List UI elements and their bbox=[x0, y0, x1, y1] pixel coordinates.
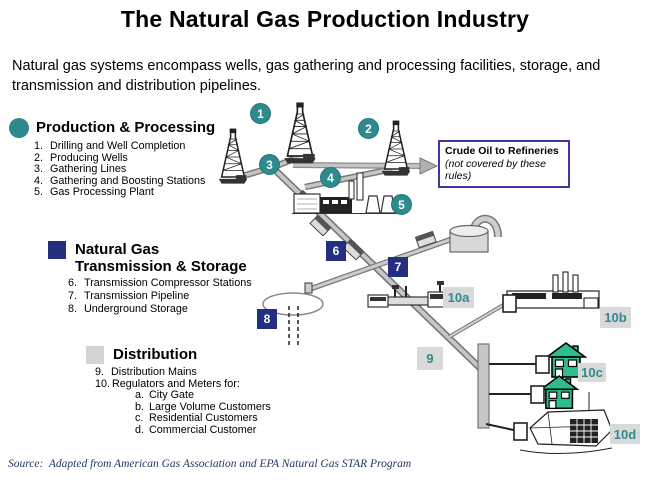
legend-subitem: b.Large Volume Customers bbox=[135, 400, 271, 413]
marker-10b-large-volume: 10b bbox=[600, 307, 631, 328]
marker-6-compressor-stations: 6 bbox=[326, 241, 346, 261]
callout-note: (not covered by these rules) bbox=[445, 157, 546, 183]
transmission-legend-list: 6.Transmission Compressor Stations 7.Tra… bbox=[68, 277, 252, 317]
well-derrick-icon bbox=[380, 119, 412, 177]
well-derrick-icon bbox=[217, 127, 249, 185]
underground-storage-icon bbox=[262, 282, 324, 348]
production-legend-title: Production & Processing bbox=[36, 119, 216, 136]
legend-item: 1.Drilling and Well Completion bbox=[34, 140, 186, 152]
city-gate-station-icon bbox=[367, 281, 455, 308]
legend-subitem: d.Commercial Customer bbox=[135, 423, 257, 436]
house-icon bbox=[540, 375, 578, 410]
source-citation: Source: Adapted from American Gas Associ… bbox=[8, 458, 412, 470]
distribution-legend-title: Distribution bbox=[113, 346, 198, 363]
commercial-building-icon bbox=[513, 392, 613, 455]
legend-item: 3.Gathering Lines bbox=[34, 163, 127, 176]
marker-4-boosting-stations: 4 bbox=[320, 167, 341, 188]
legend-subitem: a.City Gate bbox=[135, 389, 195, 401]
subtitle: Natural gas systems encompass wells, gas… bbox=[12, 58, 601, 94]
marker-2-producing-wells: 2 bbox=[358, 118, 379, 139]
crude-oil-callout: Crude Oil to Refineries (not covered by … bbox=[438, 140, 570, 188]
legend-item: 2.Producing Wells bbox=[34, 151, 128, 164]
marker-3-gathering-lines: 3 bbox=[259, 154, 280, 175]
legend-item: 10.Regulators and Meters for: bbox=[95, 377, 240, 390]
marker-7-transmission-pipeline: 7 bbox=[388, 257, 408, 277]
marker-10d-commercial: 10d bbox=[610, 424, 640, 444]
transmission-legend-icon bbox=[48, 241, 66, 259]
legend-item: 5.Gas Processing Plant bbox=[34, 186, 154, 199]
callout-title: Crude Oil to Refineries bbox=[445, 145, 559, 157]
marker-9-distribution-mains: 9 bbox=[417, 347, 443, 370]
legend-subitem: c.Residential Customers bbox=[135, 412, 258, 425]
marker-1-drilling: 1 bbox=[250, 103, 271, 124]
factory-icon bbox=[502, 271, 600, 313]
legend-item: 4.Gathering and Boosting Stations bbox=[34, 174, 206, 187]
distribution-legend-list: 9.Distribution Mains 10.Regulators and M… bbox=[95, 366, 240, 390]
marker-10c-residential: 10c bbox=[578, 363, 606, 382]
well-derrick-icon bbox=[283, 101, 317, 165]
meter-icon bbox=[535, 355, 550, 374]
marker-5-gas-processing-plant: 5 bbox=[391, 194, 412, 215]
distribution-legend-icon bbox=[86, 346, 104, 364]
page-title: The Natural Gas Production Industry bbox=[120, 6, 530, 32]
production-legend-list: 1.Drilling and Well Completion 2.Produci… bbox=[34, 140, 206, 199]
production-legend-icon bbox=[9, 118, 29, 138]
factory-branch-line bbox=[447, 302, 507, 339]
legend-item: 6.Transmission Compressor Stations bbox=[68, 277, 252, 289]
marker-10a-city-gate: 10a bbox=[443, 287, 474, 308]
distribution-main-icon bbox=[477, 343, 537, 432]
legend-item: 8.Underground Storage bbox=[68, 303, 188, 316]
distribution-legend-sublist: a.City Gate b.Large Volume Customers c.R… bbox=[135, 389, 271, 436]
legend-item: 9.Distribution Mains bbox=[95, 366, 197, 378]
storage-pipeline bbox=[309, 236, 453, 292]
transmission-legend-title: Natural Gas Transmission & Storage bbox=[75, 241, 247, 275]
meter-icon bbox=[530, 385, 545, 404]
meter-icon bbox=[513, 422, 528, 441]
meter-icon bbox=[502, 294, 517, 313]
marker-8-underground-storage: 8 bbox=[257, 309, 277, 329]
storage-tank-icon bbox=[449, 214, 502, 253]
legend-item: 7.Transmission Pipeline bbox=[68, 290, 190, 303]
